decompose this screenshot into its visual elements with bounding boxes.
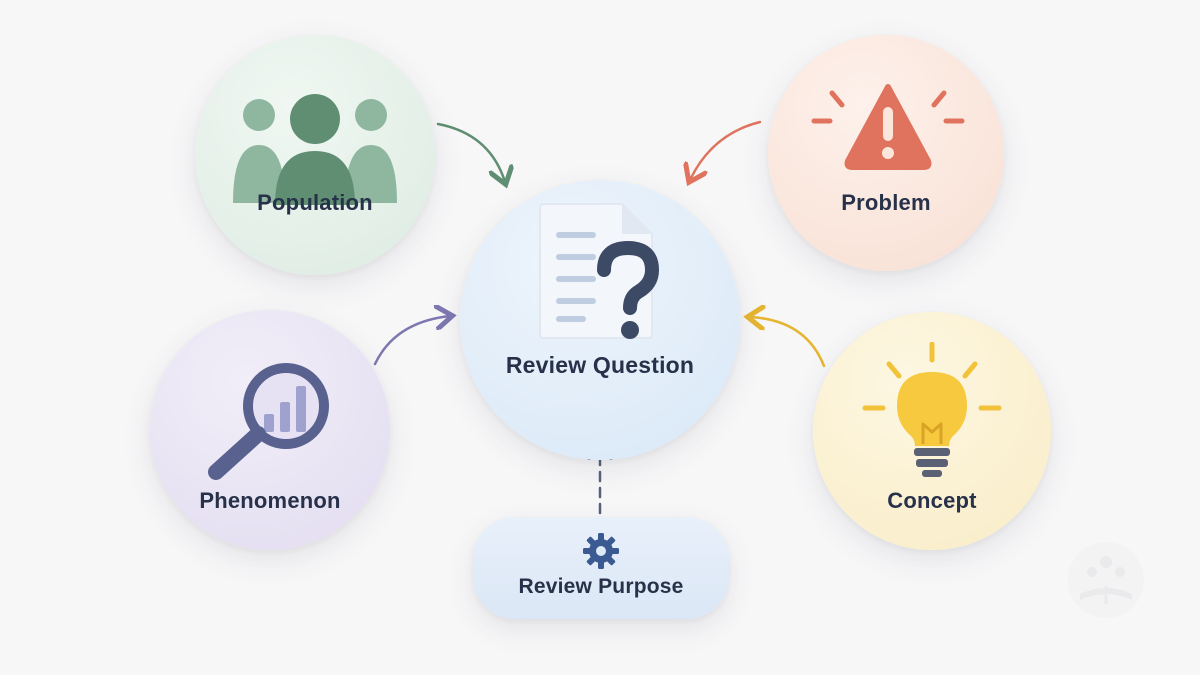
gear-icon [583, 533, 619, 569]
node-review-purpose-label: Review Purpose [518, 575, 684, 598]
node-review-purpose[interactable]: Review Purpose [473, 517, 729, 619]
question-document-icon [539, 203, 660, 339]
node-review-question-label: Review Question [505, 352, 695, 378]
arrow-concept-to-question [750, 317, 826, 368]
node-problem-label: Problem [841, 190, 931, 215]
node-phenomenon[interactable]: Phenomenon [150, 310, 390, 550]
warning-icon [811, 84, 965, 170]
lightbulb-icon [862, 342, 1002, 477]
arrow-phenomenon-to-question [373, 316, 450, 366]
node-population[interactable]: Population [195, 35, 435, 275]
watermark-logo-icon [1068, 542, 1144, 618]
node-population-label: Population [257, 190, 373, 215]
arrow-population-to-question [436, 122, 505, 182]
node-problem[interactable]: Problem [768, 35, 1004, 271]
node-phenomenon-label: Phenomenon [199, 488, 341, 513]
node-review-question[interactable]: Review Question [460, 180, 740, 460]
people-group-icon [233, 94, 397, 205]
magnifier-chart-icon [208, 363, 329, 480]
node-concept-label: Concept [887, 488, 977, 513]
arrow-problem-to-question [690, 120, 762, 180]
node-concept[interactable]: Concept [813, 312, 1051, 550]
